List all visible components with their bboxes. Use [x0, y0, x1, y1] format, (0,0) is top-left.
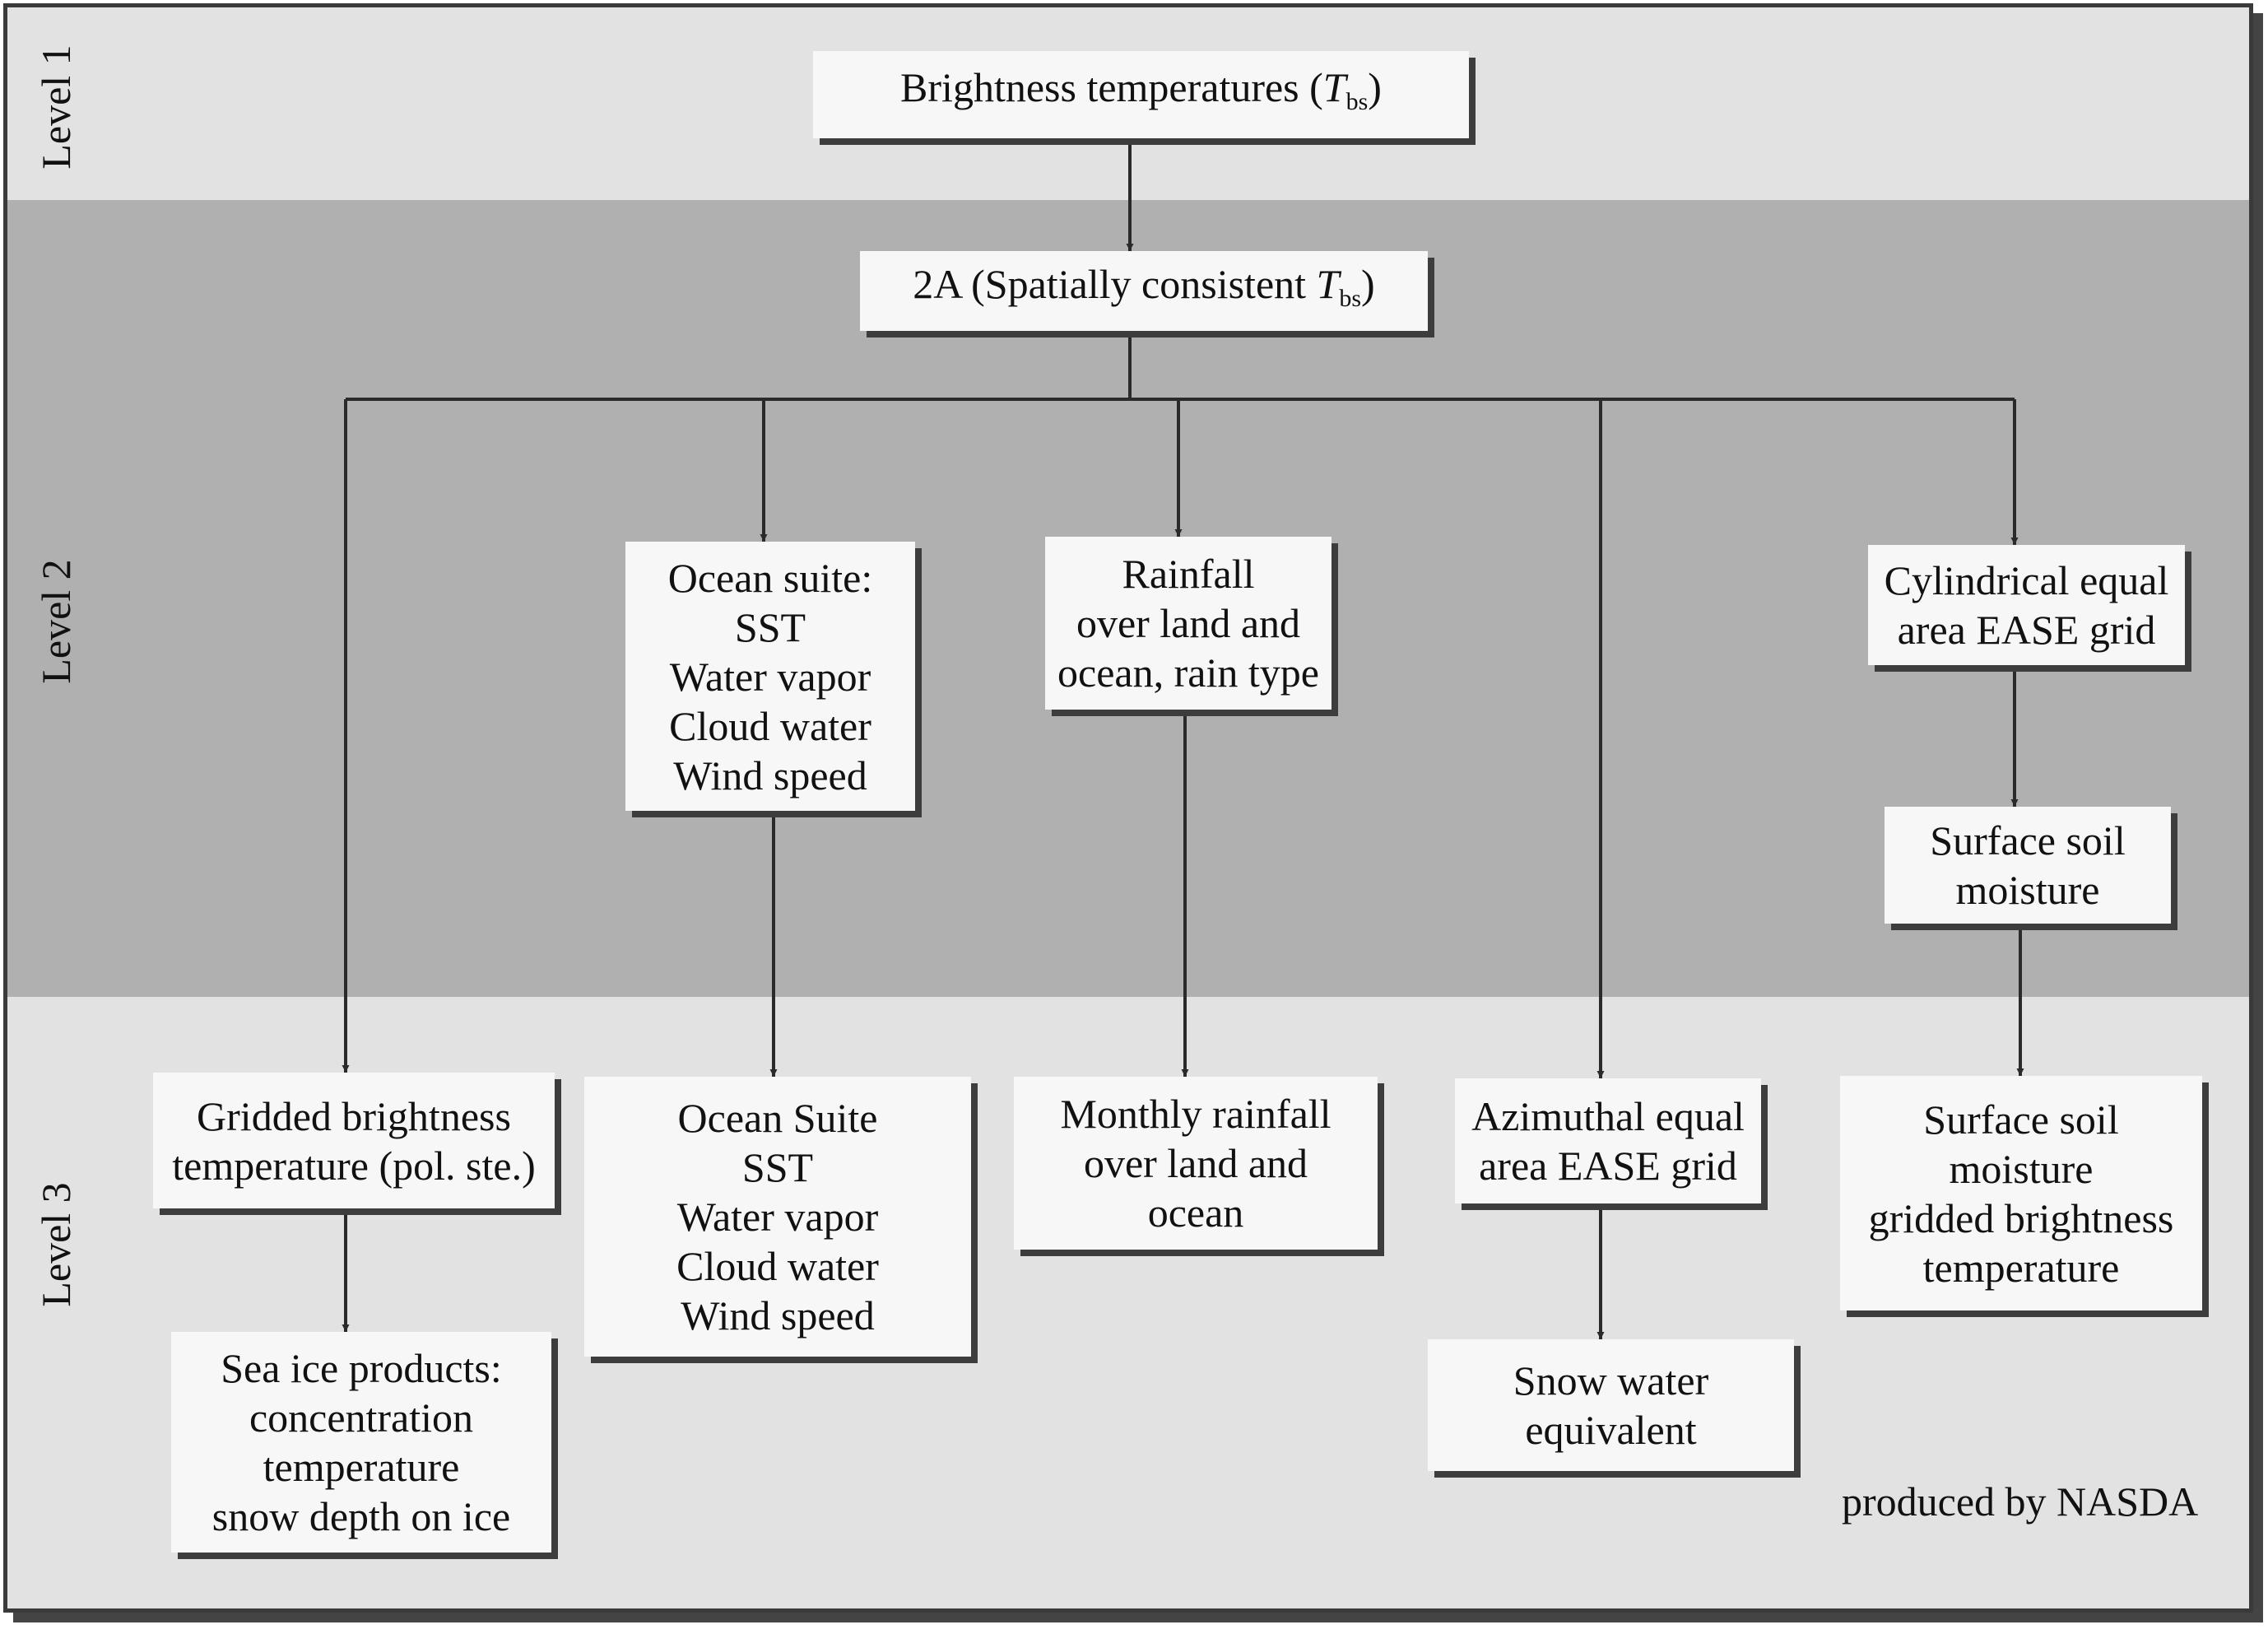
box-line: Cloud water	[669, 702, 871, 749]
box-surface-soil-moisture-level2: Surface soil moisture	[1885, 807, 2171, 924]
box-line: over land and	[1083, 1140, 1308, 1186]
box-line: temperature (pol. ste.)	[172, 1142, 536, 1189]
box-line: SST	[741, 1144, 814, 1190]
box-line: SST	[734, 603, 806, 650]
box-line: ocean, rain type	[1057, 649, 1319, 696]
box-line: moisture	[1955, 867, 2100, 913]
box-ocean-suite-level3: Ocean Suite SST Water vapor Cloud water …	[584, 1077, 971, 1357]
box-line: over land and	[1076, 600, 1301, 646]
brightness-temperatures-text: Brightness temperatures (Tbs)	[900, 64, 1382, 115]
box-line: Water vapor	[676, 1194, 879, 1240]
box-line: Water vapor	[669, 653, 871, 700]
box-line: Surface soil	[1923, 1096, 2119, 1143]
box-ocean-suite-level2: Ocean suite: SST Water vapor Cloud water…	[625, 542, 915, 811]
box-line: Rainfall	[1122, 551, 1255, 597]
level-2a-text: 2A (Spatially consistent Tbs)	[913, 260, 1375, 312]
box-monthly-rainfall: Monthly rainfall over land and ocean	[1014, 1077, 1378, 1250]
box-surface-soil-moisture-level3: Surface soil moisture gridded brightness…	[1840, 1076, 2202, 1310]
box-azimuthal-ease-grid: Azimuthal equal area EASE grid	[1455, 1078, 1761, 1203]
box-line: Cloud water	[676, 1243, 879, 1289]
box-line: concentration	[249, 1394, 474, 1441]
box-cylindrical-ease-grid: Cylindrical equal area EASE grid	[1868, 545, 2185, 665]
box-gridded-brightness-temperature: Gridded brightness temperature (pol. ste…	[153, 1073, 555, 1208]
box-line: Wind speed	[681, 1292, 875, 1338]
box-line: gridded brightness	[1868, 1194, 2174, 1241]
box-line: Wind speed	[673, 752, 867, 798]
box-line: Surface soil	[1930, 817, 2126, 864]
box-line: Sea ice products:	[221, 1345, 502, 1391]
box-line: moisture	[1949, 1145, 2094, 1192]
box-line: area EASE grid	[1897, 607, 2156, 653]
box-line: Monthly rainfall	[1060, 1091, 1332, 1137]
box-sea-ice-products: Sea ice products: concentration temperat…	[171, 1332, 551, 1553]
box-rainfall-level2: Rainfall over land and ocean, rain type	[1045, 537, 1332, 710]
box-line: Snow water	[1513, 1357, 1709, 1404]
box-line: snow depth on ice	[211, 1493, 511, 1539]
box-line: temperature	[263, 1444, 460, 1490]
box-line: Ocean suite:	[667, 554, 873, 601]
box-snow-water-equivalent: Snow water equivalent	[1428, 1339, 1794, 1471]
box-level-2a: 2A (Spatially consistent Tbs)	[860, 251, 1428, 331]
box-line: Azimuthal equal	[1471, 1093, 1745, 1139]
box-line: equivalent	[1525, 1407, 1697, 1453]
box-line: temperature	[1922, 1244, 2120, 1291]
box-line: Gridded brightness	[197, 1092, 511, 1139]
credit-text: produced by NASDA	[1842, 1478, 2199, 1525]
box-line: Ocean Suite	[677, 1095, 878, 1141]
box-line: ocean	[1147, 1189, 1244, 1236]
box-brightness-temperatures: Brightness temperatures (Tbs)	[813, 51, 1469, 138]
box-line: Cylindrical equal	[1884, 557, 2169, 603]
box-line: area EASE grid	[1479, 1143, 1737, 1189]
